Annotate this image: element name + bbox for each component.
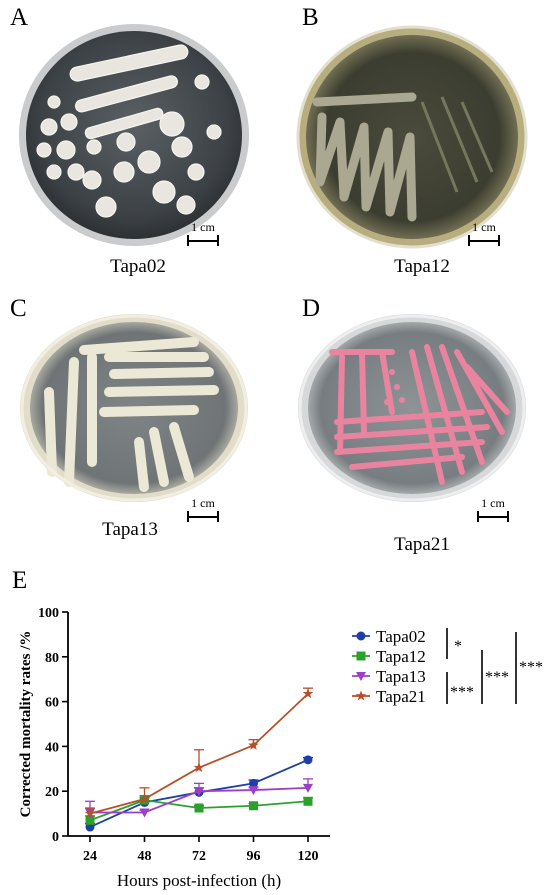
caption-tapa13: Tapa13 <box>102 519 158 540</box>
scale-bar-label: 1 cm <box>472 220 496 234</box>
y-tick-label: 20 <box>45 785 59 800</box>
scale-bar-label: 1 cm <box>191 496 215 510</box>
scale-bar-b: 1 cm <box>464 220 504 248</box>
legend-label: Tapa21 <box>376 687 426 706</box>
chart-series <box>84 687 314 832</box>
data-point-triangle <box>356 672 366 681</box>
data-point-square <box>85 815 95 825</box>
scale-bar-d: 1 cm <box>473 496 513 524</box>
legend-label: Tapa02 <box>376 627 426 646</box>
x-tick-label: 120 <box>298 849 319 864</box>
data-point-circle <box>249 778 258 788</box>
data-point-star <box>355 690 367 701</box>
data-point-star <box>139 793 150 804</box>
caption-tapa02: Tapa02 <box>110 256 166 277</box>
data-point-circle <box>303 755 313 765</box>
caption-tapa21: Tapa21 <box>394 534 450 555</box>
panel-letter-e: E <box>12 567 27 594</box>
significance-label: *** <box>450 684 474 701</box>
data-point-star <box>302 688 314 699</box>
data-point-square <box>303 796 313 806</box>
x-axis-label: Hours post-infection (h) <box>117 871 281 890</box>
caption-tapa12: Tapa12 <box>394 256 450 277</box>
panel-letter-b: B <box>302 4 319 31</box>
y-tick-label: 60 <box>45 696 59 711</box>
y-axis-label: Corrected mortality rates /% <box>18 631 34 818</box>
data-point-triangle <box>248 786 259 796</box>
data-point-star <box>193 762 205 773</box>
data-point-circle <box>356 631 366 641</box>
petri-dish-tapa13-photo <box>20 314 248 502</box>
petri-dish-tapa02-photo <box>19 24 249 246</box>
significance-brackets: ********** <box>446 628 543 704</box>
significance-label: * <box>454 638 462 655</box>
petri-dish-tapa12-photo <box>296 25 528 249</box>
scale-bar-label: 1 cm <box>191 220 215 234</box>
panel-letter-d: D <box>302 295 321 322</box>
legend-label: Tapa13 <box>376 667 426 686</box>
x-tick-label: 48 <box>138 849 152 864</box>
y-tick-label: 80 <box>45 651 59 666</box>
data-point-star <box>248 739 259 750</box>
data-point-star <box>84 808 96 819</box>
y-tick-label: 40 <box>45 740 59 755</box>
data-point-square <box>194 803 204 813</box>
x-tick-label: 24 <box>83 849 97 864</box>
petri-dish-tapa21-photo <box>298 314 526 502</box>
data-point-triangle <box>194 787 204 797</box>
data-point-square <box>356 651 366 661</box>
significance-label: *** <box>485 669 509 686</box>
panel-letter-c: C <box>10 295 27 322</box>
legend-label: Tapa12 <box>376 647 426 666</box>
x-tick-label: 96 <box>247 849 261 864</box>
x-tick-label: 72 <box>192 849 206 864</box>
data-point-triangle <box>303 783 313 793</box>
series-tapa21 <box>84 687 314 819</box>
data-point-triangle <box>139 808 150 818</box>
series-tapa12 <box>85 795 313 825</box>
data-point-square <box>249 801 258 811</box>
panel-letter-a: A <box>10 4 29 31</box>
scale-bar-c: 1 cm <box>183 496 223 524</box>
scale-bar-a: 1 cm <box>183 220 223 248</box>
y-tick-label: 100 <box>38 606 59 621</box>
y-tick-label: 0 <box>52 830 59 845</box>
scale-bar-label: 1 cm <box>481 496 505 510</box>
significance-label: *** <box>519 659 543 676</box>
